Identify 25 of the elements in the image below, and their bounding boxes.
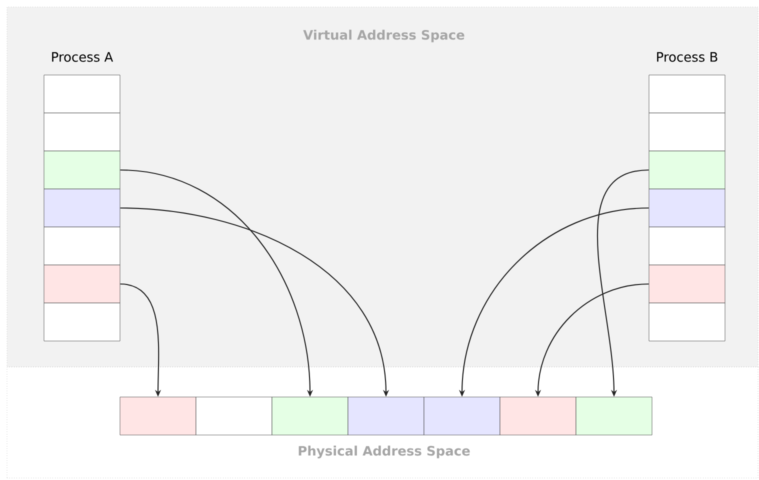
memory-page — [44, 188, 120, 228]
memory-page — [424, 396, 500, 436]
memory-page — [648, 226, 726, 266]
region-title: Virtual Address Space — [303, 30, 464, 42]
memory-page — [44, 74, 120, 114]
column-heading: Process A — [52, 52, 114, 62]
memory-page — [500, 396, 576, 436]
memory-page — [44, 150, 120, 190]
memory-page — [44, 302, 120, 342]
memory-page — [648, 302, 726, 342]
memory-page — [44, 264, 120, 304]
memory-page — [196, 396, 272, 436]
memory-page — [44, 226, 120, 266]
region-title: Physical Address Space — [298, 446, 470, 458]
memory-page — [648, 74, 726, 114]
memory-page — [648, 112, 726, 152]
memory-page — [44, 112, 120, 152]
memory-page — [272, 396, 348, 436]
memory-page — [648, 188, 726, 228]
memory-page — [648, 264, 726, 304]
memory-page — [120, 396, 196, 436]
memory-page — [348, 396, 424, 436]
memory-page — [576, 396, 652, 436]
column-heading: Process B — [657, 52, 718, 62]
memory-page — [648, 150, 726, 190]
